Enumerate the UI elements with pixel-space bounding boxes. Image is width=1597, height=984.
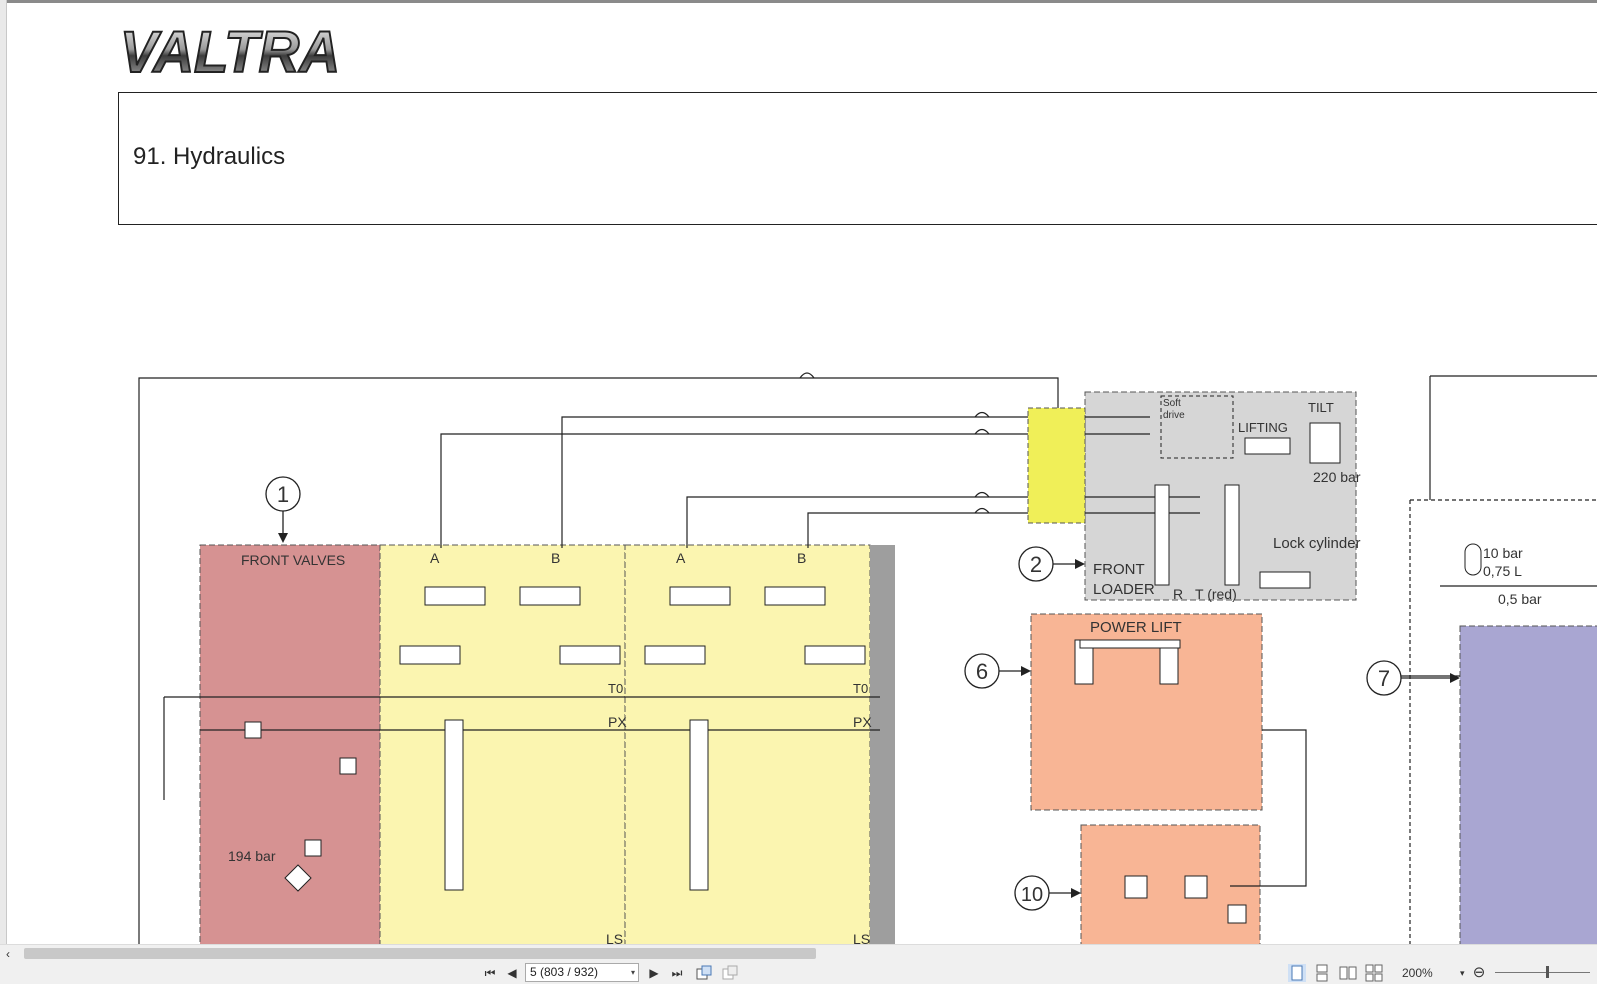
label-soft-drive-2: drive <box>1163 410 1185 421</box>
viewer-toolbar: ⏮ ◀ 5 (803 / 932) ▾ ▶ ⏭ 200% ▾ ⊖ <box>0 962 1597 984</box>
section-10-region <box>1080 824 1261 944</box>
label-px-2: PX <box>853 714 872 730</box>
last-page-button[interactable]: ⏭ <box>671 966 683 980</box>
first-page-button[interactable]: ⏮ <box>484 966 496 980</box>
svg-text:1: 1 <box>277 482 289 507</box>
two-page-continuous-icon[interactable] <box>1365 964 1383 982</box>
label-soft-drive-1: Soft <box>1163 398 1181 409</box>
label-lock-cylinder: Lock cylinder <box>1273 535 1361 552</box>
page-number-value: 5 (803 / 932) <box>530 965 599 979</box>
label-px-1: PX <box>608 714 627 730</box>
svg-text:2: 2 <box>1030 552 1042 577</box>
valtra-logo: VALTRA <box>120 20 341 82</box>
hydraulic-schematic: 1 2 6 7 10 FRONT VALVES <box>138 372 1597 944</box>
next-view-icon[interactable] <box>721 964 739 982</box>
callout-10: 10 <box>1014 875 1081 911</box>
label-port-b-2: B <box>797 550 806 566</box>
label-194-bar: 194 bar <box>228 848 276 864</box>
zoom-out-icon[interactable]: ⊖ <box>1472 964 1486 981</box>
title-frame: 91. Hydraulics <box>118 92 1597 225</box>
connector-block <box>1027 407 1086 524</box>
label-port-a-2: A <box>676 550 686 566</box>
callout-1: 1 <box>265 476 301 543</box>
label-10-bar: 10 bar <box>1483 545 1523 561</box>
callout-6: 6 <box>964 653 1031 689</box>
section-7-region <box>1459 625 1597 944</box>
label-t-red: T (red) <box>1195 586 1237 602</box>
scrollbar-thumb[interactable] <box>24 948 816 959</box>
label-t0-2: T0 <box>853 681 868 696</box>
front-valves-region <box>199 544 381 944</box>
label-power-lift: POWER LIFT <box>1090 619 1182 636</box>
zoom-level[interactable]: 200% <box>1402 966 1433 980</box>
valve-section-2 <box>624 544 871 944</box>
label-tilt: TILT <box>1308 400 1334 415</box>
label-lifting: LIFTING <box>1238 420 1288 435</box>
logo-wordmark: VALTRA <box>120 20 340 82</box>
window-top-edge <box>0 0 1597 3</box>
prev-page-button[interactable]: ◀ <box>507 966 517 980</box>
page-title: 91. Hydraulics <box>133 143 286 170</box>
previous-view-icon[interactable] <box>695 964 713 982</box>
horizontal-scrollbar[interactable]: ‹ <box>0 944 1597 963</box>
next-page-button[interactable]: ▶ <box>649 966 659 980</box>
scroll-left-arrow[interactable]: ‹ <box>6 947 10 961</box>
end-plate <box>870 545 895 944</box>
page-dropdown-icon[interactable]: ▾ <box>630 968 635 977</box>
label-ls-1: LS <box>606 931 623 944</box>
two-page-view-icon[interactable] <box>1339 964 1357 982</box>
label-t0-1: T0 <box>608 681 623 696</box>
label-0-75-l: 0,75 L <box>1483 563 1522 579</box>
label-port-b-1: B <box>551 550 560 566</box>
svg-text:6: 6 <box>976 659 988 684</box>
label-ls-2: LS <box>853 931 870 944</box>
valve-section-1 <box>379 544 626 944</box>
zoom-dropdown-icon[interactable]: ▾ <box>1460 968 1465 978</box>
callout-7: 7 <box>1366 660 1460 696</box>
page-number-input[interactable]: 5 (803 / 932) ▾ <box>525 963 639 982</box>
callout-2: 2 <box>1018 546 1085 582</box>
zoom-slider-track[interactable] <box>1495 972 1590 973</box>
single-page-view-icon[interactable] <box>1288 964 1306 982</box>
valve-symbols <box>244 395 1482 924</box>
document-viewport[interactable]: VALTRA 91. Hydraulics <box>0 0 1597 944</box>
label-port-a-1: A <box>430 550 440 566</box>
label-front-valves: FRONT VALVES <box>241 552 345 568</box>
label-220-bar: 220 bar <box>1313 469 1361 485</box>
label-r: R <box>1173 586 1183 602</box>
svg-text:10: 10 <box>1021 884 1043 906</box>
label-0-5-bar: 0,5 bar <box>1498 591 1542 607</box>
svg-text:7: 7 <box>1378 666 1390 691</box>
label-front-loader-2: LOADER <box>1093 581 1155 598</box>
continuous-view-icon[interactable] <box>1313 964 1331 982</box>
viewer-left-edge <box>0 0 7 944</box>
hydraulic-lines <box>138 372 1597 944</box>
zoom-slider-thumb[interactable] <box>1546 966 1549 978</box>
label-front-loader-1: FRONT <box>1093 561 1145 578</box>
